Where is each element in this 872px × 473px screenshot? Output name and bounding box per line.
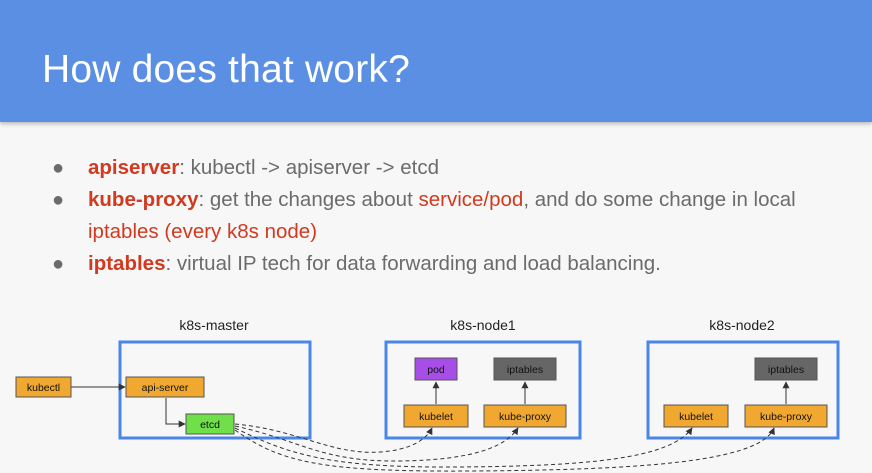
bullet-keyword: apiserver — [88, 156, 180, 179]
apiserver-box — [125, 376, 205, 398]
apiserver-label: api-server — [142, 382, 189, 394]
node1-kubeproxy-label: kube-proxy — [499, 411, 552, 423]
bullet-text: : get the changes about — [198, 188, 419, 211]
node1-box — [384, 340, 582, 440]
bullet-keyword: kube-proxy — [88, 188, 199, 211]
node1-kubeproxy-box — [483, 404, 567, 428]
slide-header: How does that work? — [0, 0, 872, 122]
node2-iptables-box — [754, 357, 818, 381]
etcd-to-node1-kubelet-dashed — [234, 423, 433, 453]
kubectl-label: kubectl — [27, 382, 60, 394]
bullet-text: : virtual IP tech for data forwarding an… — [165, 252, 661, 275]
node1-iptables-box — [493, 357, 557, 381]
bullet-dot-icon: ● — [52, 253, 65, 275]
bullet-apiserver: ● apiserver: kubectl -> apiserver -> etc… — [50, 152, 850, 184]
bullet-kube-proxy: ● kube-proxy: get the changes about serv… — [50, 184, 850, 248]
node2-kubeproxy-label: kube-proxy — [760, 411, 813, 423]
bullet-list: ● apiserver: kubectl -> apiserver -> etc… — [50, 152, 850, 280]
bullet-dot-icon: ● — [52, 189, 65, 211]
architecture-diagram: k8s-master k8s-node1 k8s-node2 kubectl a… — [15, 317, 840, 472]
node2-iptables-label: iptables — [768, 364, 804, 376]
etcd-to-node2-kubelet-dashed — [234, 427, 693, 468]
apiserver-to-etcd-arrow — [165, 398, 186, 428]
bullet-highlight: iptables (every k8s node) — [88, 220, 318, 243]
node1-iptables-label: iptables — [507, 364, 543, 376]
node2-kubelet-box — [663, 404, 729, 428]
node1-kubelet-box — [403, 404, 469, 428]
node1-label: k8s-node1 — [450, 317, 516, 333]
node2-kubelet-label: kubelet — [679, 411, 713, 423]
kubectl-box — [15, 376, 72, 398]
bullet-text: , and do some change in local — [523, 188, 796, 211]
node1-kubelet-label: kubelet — [419, 411, 453, 423]
etcd-to-node2-kubeproxy-dashed — [234, 427, 775, 472]
slide-title: How does that work? — [42, 48, 410, 91]
etcd-label: etcd — [200, 419, 220, 431]
bullet-keyword: iptables — [88, 252, 166, 275]
master-label: k8s-master — [179, 317, 249, 333]
bullet-text: : kubectl -> apiserver -> etcd — [179, 156, 439, 179]
pod-label: pod — [427, 364, 445, 376]
node2-box — [646, 340, 840, 440]
bullet-highlight: service/pod — [418, 188, 524, 211]
etcd-to-node1-kubeproxy-dashed — [234, 425, 519, 462]
node2-label: k8s-node2 — [709, 317, 775, 333]
etcd-box — [185, 413, 235, 435]
bullet-iptables: ● iptables: virtual IP tech for data for… — [50, 248, 850, 280]
node2-kubeproxy-box — [744, 404, 828, 428]
bullet-dot-icon: ● — [52, 157, 65, 179]
pod-box — [414, 357, 458, 381]
